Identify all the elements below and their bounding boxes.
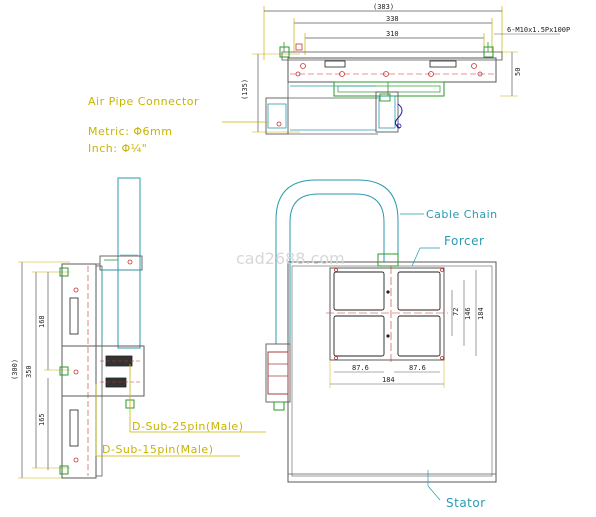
label-metric: Metric: Φ6mm [88, 125, 173, 138]
dim-forcer-total: 184 [382, 376, 395, 384]
label-stator: Stator [446, 496, 486, 510]
label-inch: Inch: Φ¼" [88, 142, 147, 155]
label-cable-chain: Cable Chain [426, 208, 498, 221]
dim-forcer-h3: 184 [477, 307, 485, 320]
dim-left-upper: 168 [38, 315, 46, 328]
dim-forcer-h1: 72 [452, 308, 460, 316]
dim-top-small: 50 [514, 68, 522, 76]
top-view: (383) 338 310 6-M10x1.5Px100P (135) 50 [222, 3, 570, 135]
dim-top-overall: (383) [373, 3, 394, 11]
dim-left-lower: 165 [38, 413, 46, 426]
label-dsub15: D-Sub-15pin(Male) [102, 443, 214, 456]
dim-left-mid: 350 [25, 365, 33, 378]
dim-forcer-h2: 146 [464, 307, 472, 320]
dim-top-mid: 338 [386, 15, 399, 23]
watermark: cad2688.com [236, 249, 345, 268]
dim-top-inner: 310 [386, 30, 399, 38]
dim-forcer-w2: 87.6 [409, 364, 426, 372]
dim-left-overall: (300) [11, 359, 19, 380]
side-view: (300) 350 168 165 [11, 177, 266, 479]
label-dsub25: D-Sub-25pin(Male) [132, 420, 244, 433]
dim-top-height: (135) [241, 79, 249, 100]
dim-top-screws: 6-M10x1.5Px100P [507, 26, 570, 34]
front-view: 72 146 184 87.6 87.6 184 [265, 179, 497, 501]
label-forcer: Forcer [444, 234, 484, 248]
dim-forcer-w1: 87.6 [352, 364, 369, 372]
label-air-pipe: Air Pipe Connector [88, 95, 199, 108]
